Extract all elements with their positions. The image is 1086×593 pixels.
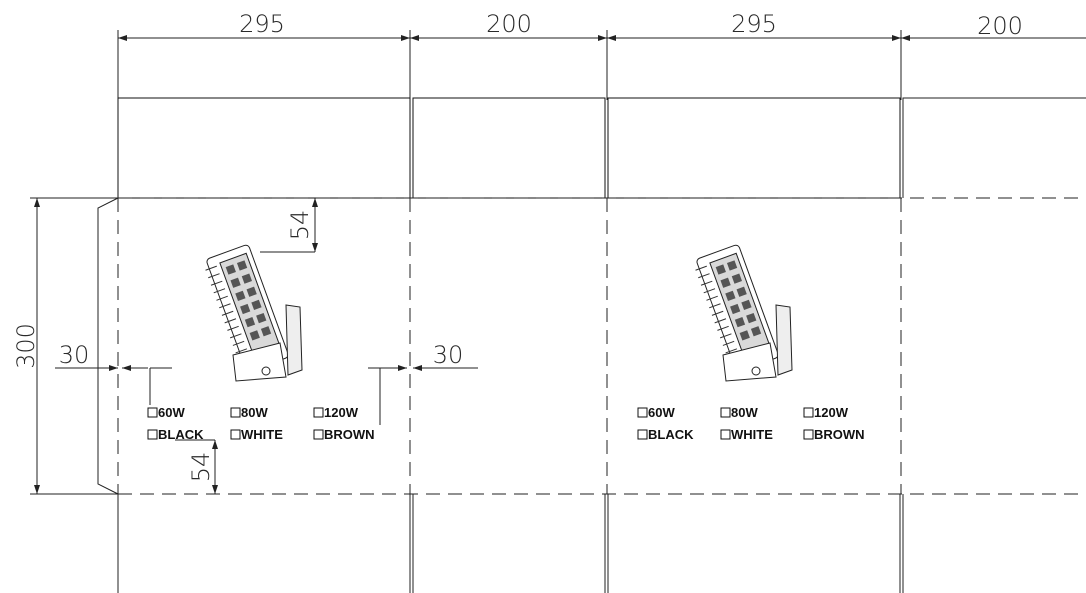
checkbox[interactable] [230, 407, 241, 418]
bottom-offset-dimension: 54 [175, 439, 218, 494]
top-flaps [117, 97, 1086, 199]
checkbox[interactable] [720, 429, 731, 440]
option-label: BLACK [648, 427, 694, 442]
floodlight-illustration [205, 244, 303, 382]
floodlight-illustration [695, 244, 793, 382]
dim-margin-right: 30 [433, 341, 464, 369]
option-label: 60W [158, 405, 185, 420]
checkbox[interactable] [313, 407, 324, 418]
checkbox[interactable] [313, 429, 324, 440]
option-label: BLACK [158, 427, 204, 442]
option-label: BROWN [324, 427, 375, 442]
dim-top-2: 200 [486, 10, 532, 38]
checkbox[interactable] [230, 429, 241, 440]
checkbox[interactable] [147, 407, 158, 418]
option-label: BROWN [814, 427, 865, 442]
option-list-panel-2: 60W 80W 120W BLACK WHITE BROWN [637, 405, 865, 442]
option-label: 80W [241, 405, 268, 420]
checkbox[interactable] [637, 407, 648, 418]
option-label: 80W [731, 405, 758, 420]
option-label: WHITE [731, 427, 773, 442]
fold-lines [117, 197, 1086, 495]
checkbox[interactable] [803, 429, 814, 440]
dim-top-offset: 54 [286, 210, 314, 241]
option-list-panel-1: 60W 80W 120W BLACK WHITE BROWN [147, 405, 375, 442]
option-label: 60W [648, 405, 675, 420]
bottom-flaps [117, 494, 904, 593]
checkbox[interactable] [803, 407, 814, 418]
height-dimension: 300 [12, 197, 118, 495]
checkbox[interactable] [147, 429, 158, 440]
glue-flap [97, 197, 119, 495]
option-label: 120W [324, 405, 359, 420]
dim-top-3: 295 [731, 10, 777, 38]
dim-margin-left: 30 [59, 341, 90, 369]
checkbox[interactable] [637, 429, 648, 440]
option-label: 120W [814, 405, 849, 420]
option-label: WHITE [241, 427, 283, 442]
top-offset-dimension: 54 [260, 198, 318, 253]
dim-top-1: 295 [239, 10, 285, 38]
left-margin-dimension: 30 [55, 341, 172, 405]
right-margin-dimension: 30 [368, 341, 478, 425]
dim-bottom-offset: 54 [187, 452, 215, 483]
checkbox[interactable] [720, 407, 731, 418]
dim-top-4: 200 [977, 12, 1023, 40]
top-dimension-line: 295 200 295 200 [117, 10, 1086, 100]
dim-height: 300 [12, 323, 40, 369]
